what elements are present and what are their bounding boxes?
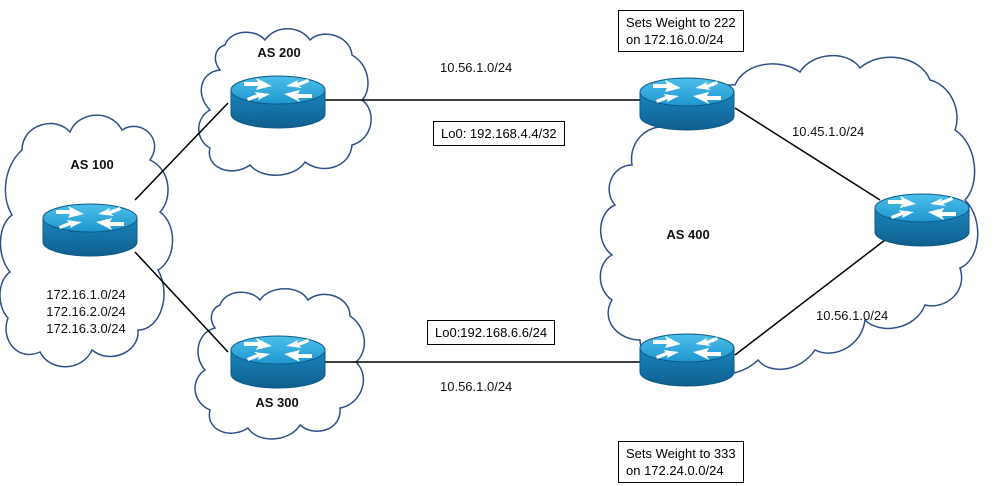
as100-label: AS 100 xyxy=(70,157,114,172)
router-icon xyxy=(230,335,326,389)
as100-network-2: 172.16.2.0/24 xyxy=(46,304,126,319)
link-as100-as200 xyxy=(134,102,229,201)
as300-cloud xyxy=(194,288,365,440)
as400-cloud xyxy=(599,55,979,376)
top-weight-line-1: Sets Weight to 222 xyxy=(626,15,736,30)
router-icon xyxy=(639,333,735,387)
bottom-weight-line-2: on 172.24.0.0/24 xyxy=(626,463,724,478)
as300-label: AS 300 xyxy=(255,395,299,410)
bottom-link-label: 10.56.1.0/24 xyxy=(440,379,513,394)
as100-network-1: 172.16.1.0/24 xyxy=(46,287,126,302)
as200-loopback-box: Lo0: 192.168.4.4/32 xyxy=(433,121,565,146)
as100-cloud xyxy=(0,114,174,368)
router-icon xyxy=(230,75,326,129)
as300-loopback-box: Lo0:192.168.6.6/24 xyxy=(427,320,556,345)
bottom-weight-line-1: Sets Weight to 333 xyxy=(626,446,736,461)
as300-loopback-text: Lo0:192.168.6.6/24 xyxy=(435,325,548,340)
bottom-weight-note: Sets Weight to 333 on 172.24.0.0/24 xyxy=(618,441,744,483)
top-weight-line-2: on 172.16.0.0/24 xyxy=(626,32,724,47)
link-as400top-right xyxy=(734,107,881,201)
as100-network-3: 172.16.3.0/24 xyxy=(46,321,126,336)
router-icon xyxy=(42,203,138,257)
top-weight-note: Sets Weight to 222 on 172.16.0.0/24 xyxy=(618,10,744,52)
as200-loopback-text: Lo0: 192.168.4.4/32 xyxy=(441,126,557,141)
link-as400bottom-right xyxy=(734,239,886,356)
as400-lower-link-label: 10.56.1.0/24 xyxy=(816,308,889,323)
top-link-label: 10.56.1.0/24 xyxy=(440,60,513,75)
link-as100-as300 xyxy=(134,251,229,353)
router-icon xyxy=(874,193,970,247)
as400-label: AS 400 xyxy=(666,227,710,242)
router-icon xyxy=(639,77,735,131)
as200-cloud xyxy=(198,28,372,176)
as200-label: AS 200 xyxy=(257,45,301,60)
as400-upper-link-label: 10.45.1.0/24 xyxy=(792,124,865,139)
